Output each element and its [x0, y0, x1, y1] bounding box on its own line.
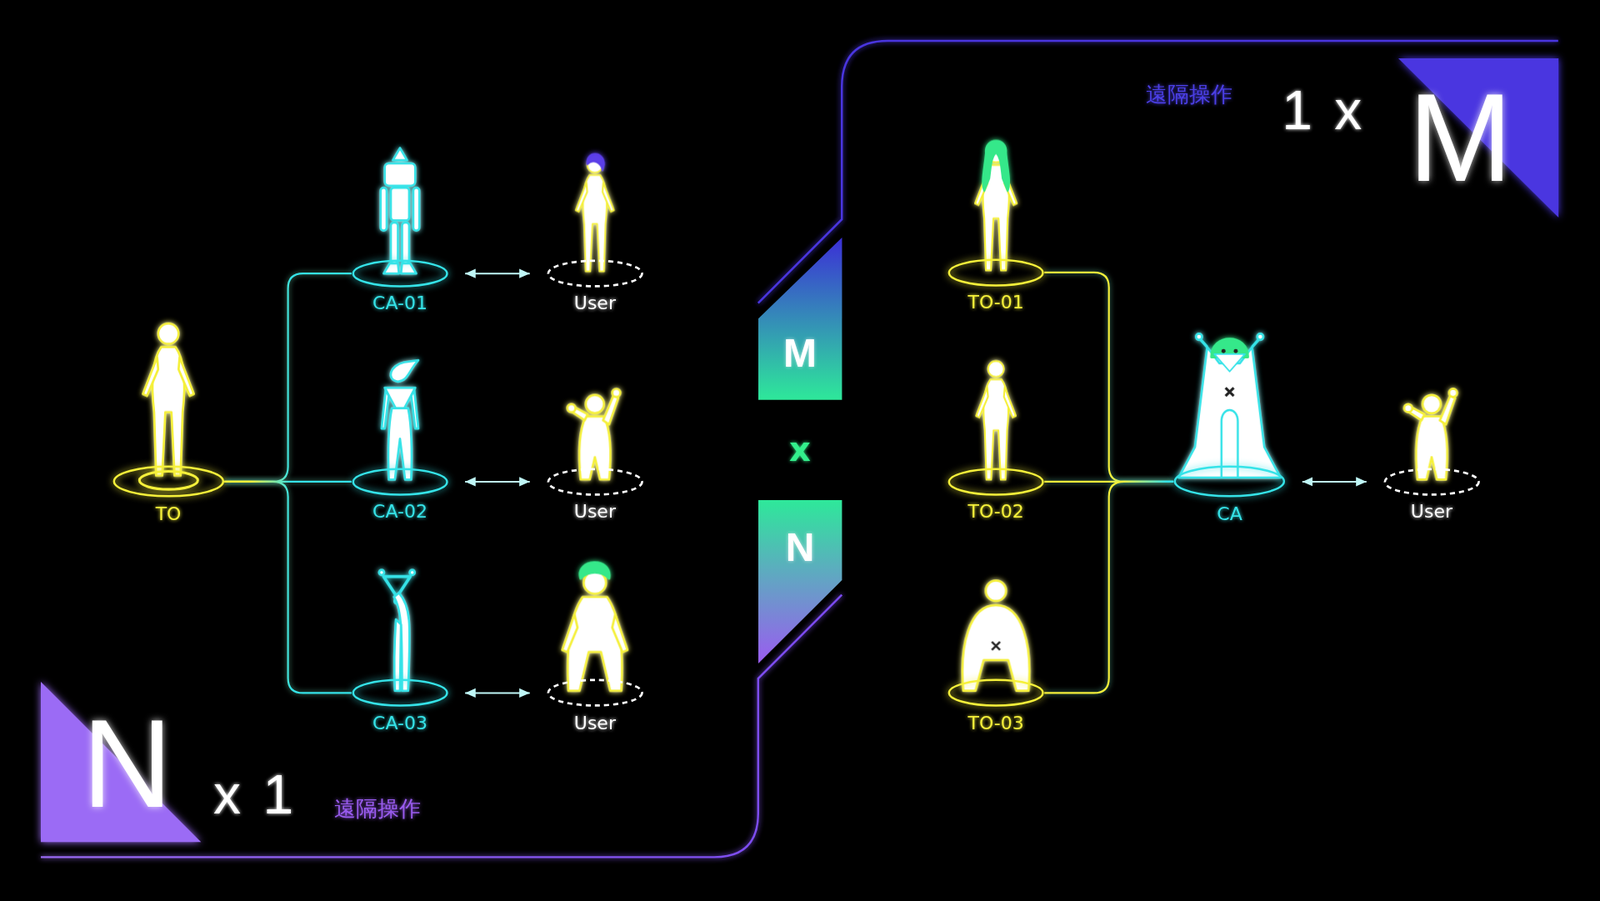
arrow-connector — [465, 272, 530, 275]
tree-connector — [224, 481, 351, 693]
node-shape — [1173, 465, 1286, 498]
ratio-badge: M — [758, 237, 842, 400]
operator-figure — [962, 580, 1030, 691]
caption-text: 遠隔操作 — [334, 797, 421, 820]
platform-ellipse: TO — [112, 465, 225, 498]
ratio-text: x 1 — [213, 766, 297, 822]
node-label: CA-01 — [372, 294, 428, 313]
panel-outline — [758, 40, 1559, 304]
avatar-figure — [380, 148, 420, 275]
tree-connector — [224, 273, 351, 482]
platform-ellipse: User — [1383, 467, 1480, 496]
node-label: User — [1410, 502, 1453, 521]
node-shape — [546, 259, 644, 288]
platform-ellipse: CA — [1173, 465, 1286, 498]
node-shape — [947, 258, 1045, 287]
corner-badge: N — [40, 681, 201, 842]
tree-connector — [1044, 481, 1174, 693]
badge-letter: M — [783, 333, 817, 374]
node-label: CA-03 — [372, 714, 428, 733]
ratio-badge: N — [758, 500, 842, 664]
node-shape — [546, 678, 644, 707]
platform-ellipse: CA-02 — [351, 467, 449, 496]
node-shape — [351, 259, 449, 288]
node-shape — [351, 678, 449, 707]
node-label: CA-02 — [372, 502, 428, 521]
tree-connector — [1044, 272, 1174, 482]
platform-ellipse: CA-03 — [351, 678, 449, 707]
node-label: TO — [155, 505, 182, 524]
node-shape — [1383, 467, 1480, 496]
arrow-connector — [1302, 480, 1367, 483]
ratio-text: 1 x — [1281, 82, 1365, 138]
operator-figure — [975, 360, 1016, 480]
panel-outline — [40, 595, 842, 858]
node-shape — [947, 467, 1045, 496]
node-label: TO-01 — [967, 293, 1024, 312]
node-shape — [947, 678, 1045, 707]
arrow-connector — [465, 691, 530, 694]
operator-figure — [142, 323, 194, 475]
platform-ellipse: TO-02 — [947, 467, 1045, 496]
avatar-figure — [379, 570, 415, 691]
node-shape — [351, 467, 449, 496]
platform-ellipse: User — [546, 467, 644, 496]
node-label: User — [574, 714, 616, 733]
node-shape — [112, 465, 225, 498]
operator-figure — [975, 140, 1017, 271]
caption-text: 遠隔操作 — [1145, 83, 1233, 105]
arrow-connector — [465, 480, 530, 483]
badge-letter: N — [785, 527, 815, 568]
node-label: User — [574, 294, 616, 313]
node-label: TO-03 — [967, 714, 1024, 733]
platform-ellipse: User — [546, 678, 644, 707]
node-label: TO-02 — [967, 502, 1024, 521]
user-figure — [562, 562, 628, 691]
node-shape — [758, 500, 842, 664]
times-sign: x — [789, 432, 811, 466]
corner-badge: M — [1398, 58, 1559, 218]
avatar-figure — [1178, 333, 1280, 478]
user-figure — [575, 154, 615, 272]
badge-letter: N — [82, 700, 173, 826]
node-label: CA — [1216, 505, 1242, 524]
platform-ellipse: User — [546, 259, 644, 288]
platform-ellipse: TO-01 — [947, 258, 1045, 287]
platform-ellipse: TO-03 — [947, 678, 1045, 707]
user-figure — [1404, 388, 1458, 480]
avatar-figure — [381, 360, 419, 480]
node-label: User — [574, 502, 616, 521]
node-shape — [758, 237, 842, 400]
platform-ellipse: CA-01 — [351, 259, 449, 288]
user-figure — [567, 388, 621, 480]
node-shape — [546, 467, 644, 496]
badge-letter: M — [1408, 75, 1513, 200]
